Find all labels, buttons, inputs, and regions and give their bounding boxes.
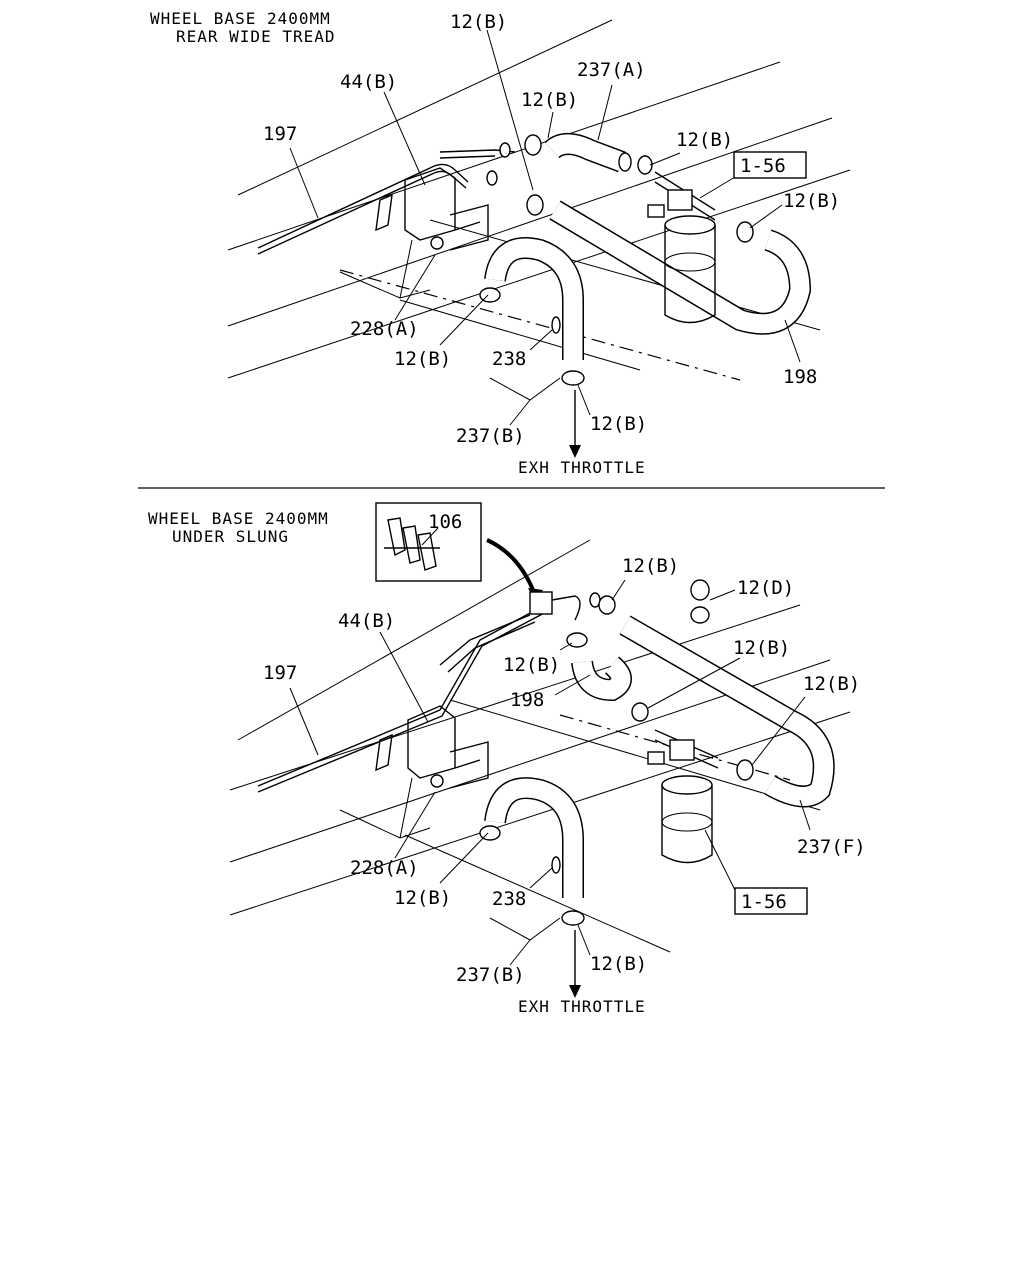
lower-label-12b-top: 12(B) xyxy=(622,555,679,577)
lower-canister-156 xyxy=(647,729,719,864)
upper-label-228a: 228(A) xyxy=(350,318,419,340)
upper-label-44b: 44(B) xyxy=(340,71,397,93)
lower-inset-106: 106 xyxy=(375,502,482,582)
upper-hose-198 xyxy=(526,194,812,335)
lower-label-44b: 44(B) xyxy=(338,610,395,632)
lower-label-12b-b: 12(B) xyxy=(803,673,860,695)
lower-label-237b: 237(B) xyxy=(456,964,525,986)
lower-bracket-44b xyxy=(375,705,489,789)
upper-diagram: WHEEL BASE 2400MM REAR WIDE TREAD xyxy=(150,9,851,477)
upper-hose-237b xyxy=(479,237,585,458)
lower-pipe-197 xyxy=(257,591,601,793)
upper-label-156: 1-56 xyxy=(740,155,786,177)
lower-label-106: 106 xyxy=(428,511,462,533)
lower-label-12b-c: 12(B) xyxy=(733,637,790,659)
lower-leaders xyxy=(289,579,811,966)
lower-diagram: WHEEL BASE 2400MM UNDER SLUNG 106 xyxy=(148,502,866,1016)
lower-label-198: 198 xyxy=(510,689,544,711)
lower-label-197: 197 xyxy=(263,662,297,684)
upper-canister-156 xyxy=(647,171,716,324)
lower-label-238: 238 xyxy=(492,888,526,910)
lower-label-exh-throttle: EXH THROTTLE xyxy=(518,997,646,1016)
upper-title-line2: REAR WIDE TREAD xyxy=(176,27,336,46)
upper-label-exh-throttle: EXH THROTTLE xyxy=(518,458,646,477)
upper-ref-box-156 xyxy=(733,151,807,179)
lower-label-156: 1-56 xyxy=(741,891,787,913)
upper-leaders xyxy=(289,29,801,426)
lower-label-12d: 12(D) xyxy=(737,577,794,599)
upper-label-238: 238 xyxy=(492,348,526,370)
upper-bracket-44b xyxy=(375,167,489,251)
upper-label-12b-c: 12(B) xyxy=(783,190,840,212)
upper-label-12b-top: 12(B) xyxy=(450,11,507,33)
lower-label-12b-d: 12(B) xyxy=(394,887,451,909)
lower-frame-lines xyxy=(229,539,851,953)
upper-label-237b: 237(B) xyxy=(456,425,525,447)
lower-title-line1: WHEEL BASE 2400MM xyxy=(148,509,329,528)
lower-label-228a: 228(A) xyxy=(350,857,419,879)
lower-hoses xyxy=(566,579,835,808)
upper-label-197: 197 xyxy=(263,123,297,145)
upper-label-12b-d: 12(B) xyxy=(394,348,451,370)
upper-label-12b-b: 12(B) xyxy=(676,129,733,151)
upper-label-12b-e: 12(B) xyxy=(590,413,647,435)
lower-label-12b-a: 12(B) xyxy=(503,654,560,676)
upper-label-198: 198 xyxy=(783,366,817,388)
lower-ref-box-156 xyxy=(734,887,808,915)
upper-title-line1: WHEEL BASE 2400MM xyxy=(150,9,331,28)
lower-inset-arrow xyxy=(486,538,537,596)
upper-label-237a: 237(A) xyxy=(577,59,646,81)
lower-title-line2: UNDER SLUNG xyxy=(172,527,289,546)
lower-label-237f: 237(F) xyxy=(797,836,866,858)
upper-pipe-197 xyxy=(257,142,516,255)
upper-label-12b-a: 12(B) xyxy=(521,89,578,111)
lower-label-12b-e: 12(B) xyxy=(590,953,647,975)
upper-hose-237a xyxy=(524,133,653,175)
